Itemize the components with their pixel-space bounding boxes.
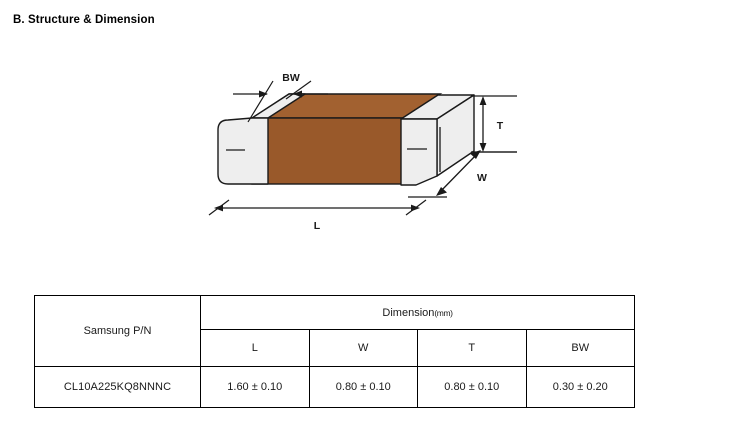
termination-left-front-face	[217, 117, 269, 185]
cell-band-width: 0.30 ± 0.20	[525, 366, 636, 408]
page-title: B. Structure & Dimension	[13, 14, 155, 26]
l-arrowhead-left	[214, 204, 223, 212]
w-arrowhead-near	[436, 187, 447, 196]
cell-thickness: 0.80 ± 0.10	[417, 366, 527, 408]
header-column-l: L	[200, 329, 310, 367]
structure-diagram: BW T W L	[195, 72, 525, 242]
table-row: CL10A225KQ8NNNC 1.60 ± 0.10 0.80 ± 0.10 …	[34, 366, 636, 408]
t-dimension-label: T	[497, 120, 504, 132]
header-column-w: W	[308, 329, 418, 367]
header-column-t: T	[417, 329, 527, 367]
header-column-w-label: W	[358, 342, 369, 354]
bw-extension-line-left	[247, 80, 274, 123]
header-column-l-label: L	[251, 342, 258, 354]
header-part-number-label: Samsung P/N	[83, 325, 152, 337]
header-dimension-group: Dimension(mm)	[199, 295, 636, 330]
header-column-t-label: T	[468, 342, 476, 354]
cell-part-number-value: CL10A225KQ8NNNC	[63, 381, 172, 393]
w-arrow-line	[437, 151, 480, 195]
table-header-row-group: Samsung P/N Dimension(mm)	[34, 295, 636, 367]
bw-dimension-label: BW	[282, 72, 300, 84]
dimension-t-group: T	[471, 95, 517, 153]
capacitor-body-group	[217, 93, 475, 186]
bw-arrowhead-left	[259, 90, 268, 98]
dimension-w-group: W	[408, 150, 517, 198]
header-dimension-label: Dimension	[382, 306, 435, 319]
dimension-l-group: L	[208, 199, 427, 232]
header-column-bw-label: BW	[571, 342, 590, 354]
cell-width: 0.80 ± 0.10	[308, 366, 418, 408]
bw-arrowhead-right	[293, 90, 302, 98]
mlcc-isometric-svg: BW T W L	[208, 72, 517, 232]
cell-part-number: CL10A225KQ8NNNC	[34, 366, 201, 408]
l-arrowhead-right	[411, 204, 420, 212]
w-dimension-label: W	[477, 172, 487, 184]
bw-extension-line-right	[285, 80, 312, 100]
dimension-table: Samsung P/N Dimension(mm) L W T BW CL10A…	[34, 295, 636, 408]
t-arrowhead-top	[479, 96, 487, 105]
termination-right-front-face	[400, 118, 438, 186]
cell-thickness-value: 0.80 ± 0.10	[444, 381, 500, 393]
ceramic-front-face	[251, 117, 404, 185]
header-column-bw: BW	[525, 329, 636, 367]
cell-band-width-value: 0.30 ± 0.20	[552, 381, 608, 393]
cell-length: 1.60 ± 0.10	[200, 366, 310, 408]
t-arrowhead-bottom	[479, 143, 487, 152]
header-part-number: Samsung P/N	[34, 295, 201, 367]
table-header-row-columns: L W T BW	[35, 329, 636, 367]
cell-length-value: 1.60 ± 0.10	[227, 381, 283, 393]
dimension-bw-group: BW	[233, 72, 328, 123]
w-arrowhead-far	[470, 150, 481, 159]
l-dimension-label: L	[314, 220, 321, 232]
cell-width-value: 0.80 ± 0.10	[335, 381, 391, 393]
header-dimension-unit: (mm)	[434, 307, 453, 318]
